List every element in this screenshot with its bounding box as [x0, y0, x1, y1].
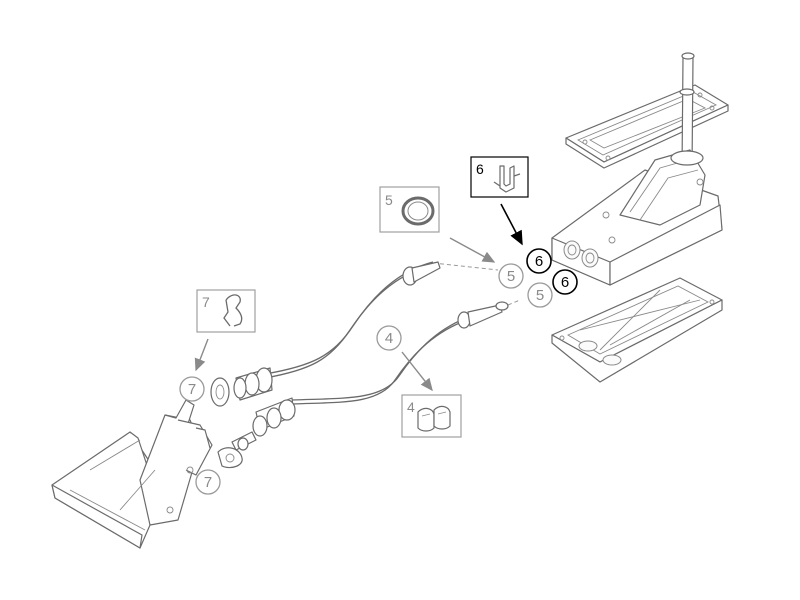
callout-5-lower: 5: [527, 282, 553, 308]
callout-7-upper: 7: [179, 376, 205, 402]
callout-7-upper-label: 7: [188, 381, 196, 398]
gearbox-mounting-bracket: [51, 399, 213, 549]
spring-clip-icon: [223, 294, 243, 327]
inset-label-4: 4: [407, 399, 415, 415]
inset-label-5: 5: [385, 192, 393, 208]
callout-6-lower-label: 6: [561, 274, 569, 291]
shifter-base-plate: [551, 277, 723, 383]
shift-cables: [264, 261, 521, 405]
pointer-arrows: [194, 203, 523, 392]
inset-box-4: 4: [401, 394, 462, 438]
callout-5-lower-label: 5: [536, 287, 544, 304]
callout-6-upper: 6: [526, 248, 552, 274]
callout-5-upper-label: 5: [507, 268, 515, 285]
shift-lever-rod: [679, 52, 695, 171]
retaining-clip-icon: [493, 165, 521, 193]
callout-7-lower-label: 7: [204, 474, 212, 491]
shifter-top-plate: [565, 84, 729, 169]
cable-bush-icon: [417, 405, 451, 432]
callout-4-label: 4: [385, 330, 393, 347]
callout-7-lower: 7: [195, 469, 221, 495]
shifter-housing: [551, 149, 723, 286]
callout-6-lower: 6: [552, 269, 578, 295]
callout-5-upper: 5: [498, 263, 524, 289]
inset-box-6: 6: [470, 156, 529, 198]
shifter-assembly: [551, 52, 729, 383]
callout-6-upper-label: 6: [535, 253, 543, 270]
inset-box-7: 7: [196, 289, 256, 333]
inset-label-7: 7: [202, 294, 210, 310]
inset-box-5: 5: [379, 186, 440, 233]
seal-ring-icon: [401, 196, 435, 226]
callout-4: 4: [376, 325, 402, 351]
cable-end-fittings: [210, 367, 296, 469]
inset-label-6: 6: [476, 161, 484, 177]
